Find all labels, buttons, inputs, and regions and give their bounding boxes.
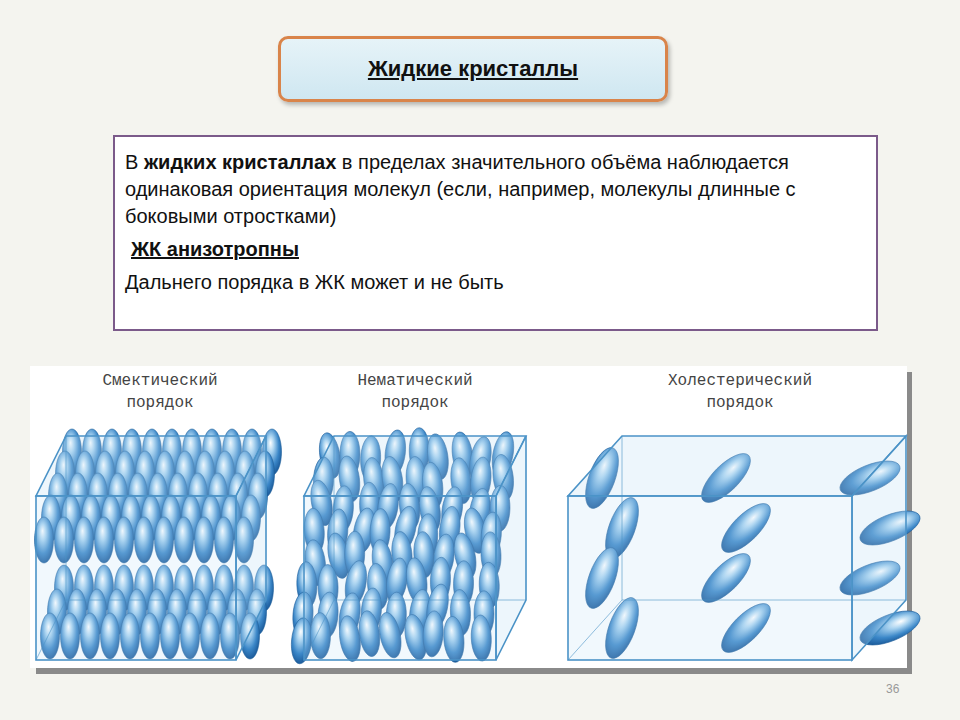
cube-face (236, 436, 266, 660)
order-label: Холестерический порядок (620, 370, 860, 414)
cube-edge (304, 436, 334, 660)
cube-edge (622, 600, 906, 601)
cube-face (568, 496, 852, 660)
key-statement: ЖК анизотропны (131, 236, 862, 263)
title-box: Жидкие кристаллы (278, 36, 668, 102)
body-text: Дальнего порядка в ЖК может и не быть (125, 269, 862, 296)
cube-face (304, 436, 526, 496)
cube-edge (334, 600, 526, 601)
order-label: Смектический порядок (55, 370, 265, 414)
cube-edge (568, 436, 622, 660)
cube-edge (66, 600, 266, 601)
cube-face (36, 436, 266, 496)
illustration-panel (30, 366, 907, 668)
cube-face (568, 436, 906, 496)
page-number: 36 (886, 682, 916, 696)
slide-title: Жидкие кристаллы (368, 56, 578, 82)
cube-edge (36, 436, 66, 660)
cube-face (304, 496, 496, 660)
cube-face (852, 436, 906, 660)
cube-face (496, 436, 526, 660)
order-label: Нематический порядок (310, 370, 520, 414)
text-box: В жидких кристаллах в пределах значитель… (113, 135, 878, 331)
body-text: В жидких кристаллах в пределах значитель… (125, 149, 862, 230)
